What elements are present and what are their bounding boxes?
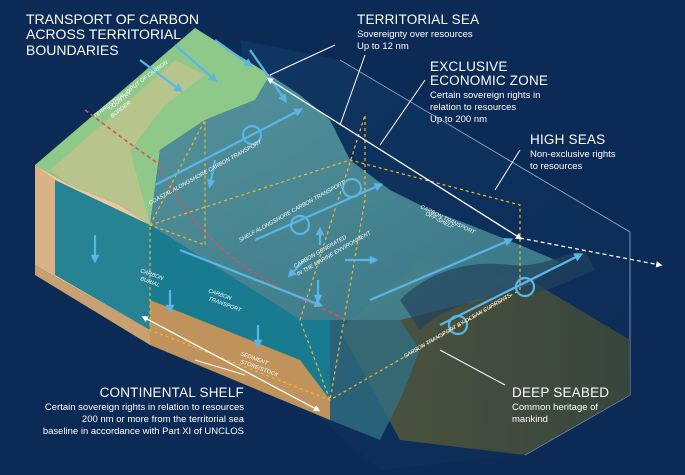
eez-title-2: ECONOMIC ZONE bbox=[430, 73, 549, 89]
eez-annotation: EXCLUSIVE ECONOMIC ZONE Certain sovereig… bbox=[430, 59, 549, 126]
territorial-sea-desc-2: Up to 12 nm bbox=[357, 41, 409, 53]
eez-desc-3: Up to 200 nm bbox=[430, 114, 488, 126]
high-seas-title: HIGH SEAS bbox=[530, 132, 606, 147]
ocean-current-band bbox=[400, 250, 595, 330]
deep-seabed-annotation: DEEP SEABED Common heritage of mankind bbox=[512, 385, 610, 426]
continental-shelf-title: CONTINENTAL SHELF bbox=[99, 385, 244, 400]
land-side bbox=[35, 165, 55, 275]
distance-arrow-high-seas bbox=[519, 237, 663, 268]
land-base bbox=[35, 265, 150, 345]
eez-title-1: EXCLUSIVE bbox=[430, 59, 508, 74]
high-seas-annotation: HIGH SEAS Non-exclusive rights to resour… bbox=[530, 132, 616, 173]
country-border-line bbox=[84, 109, 346, 321]
leader-eez bbox=[379, 79, 426, 146]
eddy-5 bbox=[514, 276, 536, 298]
eddy-4 bbox=[447, 314, 469, 336]
beach bbox=[50, 60, 205, 225]
high-seas-desc-2: to resources bbox=[530, 161, 583, 173]
distance-arrow-eez bbox=[266, 77, 523, 240]
continental-shelf-desc-1: Certain sovereign rights in relation to … bbox=[44, 402, 244, 414]
carbon-transport-arrow bbox=[179, 248, 324, 308]
leader-shelf bbox=[194, 359, 246, 376]
leader-territorial bbox=[339, 54, 366, 126]
leader-high-seas bbox=[494, 149, 521, 191]
diagram-title-text: TRANSPORT OF CARBON ACROSS TERRITORIAL B… bbox=[26, 11, 199, 58]
deep-seabed-title: DEEP SEABED bbox=[512, 385, 610, 400]
continental-shelf-desc-3: baseline in accordance with Part XI of U… bbox=[42, 425, 244, 437]
continental-shelf-annotation: CONTINENTAL SHELF Certain sovereign righ… bbox=[18, 385, 244, 438]
diagram-title: TRANSPORT OF CARBON ACROSS TERRITORIAL B… bbox=[26, 11, 216, 58]
eez-desc-1: Certain sovereign rights in bbox=[430, 90, 541, 102]
continental-slope bbox=[330, 320, 420, 440]
territorial-sea-desc-1: Sovereignty over resources bbox=[357, 29, 473, 41]
continental-shelf-desc-2: 200 nm or more from the territorial sea bbox=[81, 414, 244, 426]
territorial-sea-boundary bbox=[149, 119, 206, 246]
territorial-sea-title: TERRITORIAL SEA bbox=[357, 12, 480, 27]
terrestrial-arrow-2 bbox=[174, 44, 218, 83]
offshore-arrow bbox=[369, 238, 514, 302]
terrestrial-arrow-3 bbox=[214, 39, 253, 68]
deep-seabed-desc-2: mankind bbox=[512, 414, 548, 426]
eddy-1 bbox=[241, 124, 263, 146]
terrestrial-arrow-1 bbox=[139, 59, 183, 93]
distance-arrow-shelf bbox=[141, 316, 321, 412]
leader-deep-seabed bbox=[439, 349, 506, 386]
territorial-sea-annotation: TERRITORIAL SEA Sovereignty over resourc… bbox=[357, 12, 480, 53]
leader-title bbox=[269, 44, 336, 76]
high-seas-desc-1: Non-exclusive rights bbox=[530, 149, 616, 161]
generated-arrow-left bbox=[287, 259, 306, 278]
eez-desc-2: relation to resources bbox=[430, 102, 517, 114]
deep-seabed-desc-1: Common heritage of bbox=[512, 402, 599, 414]
down-arrow-coast bbox=[206, 159, 217, 189]
ocean-current-arrow bbox=[439, 253, 584, 326]
